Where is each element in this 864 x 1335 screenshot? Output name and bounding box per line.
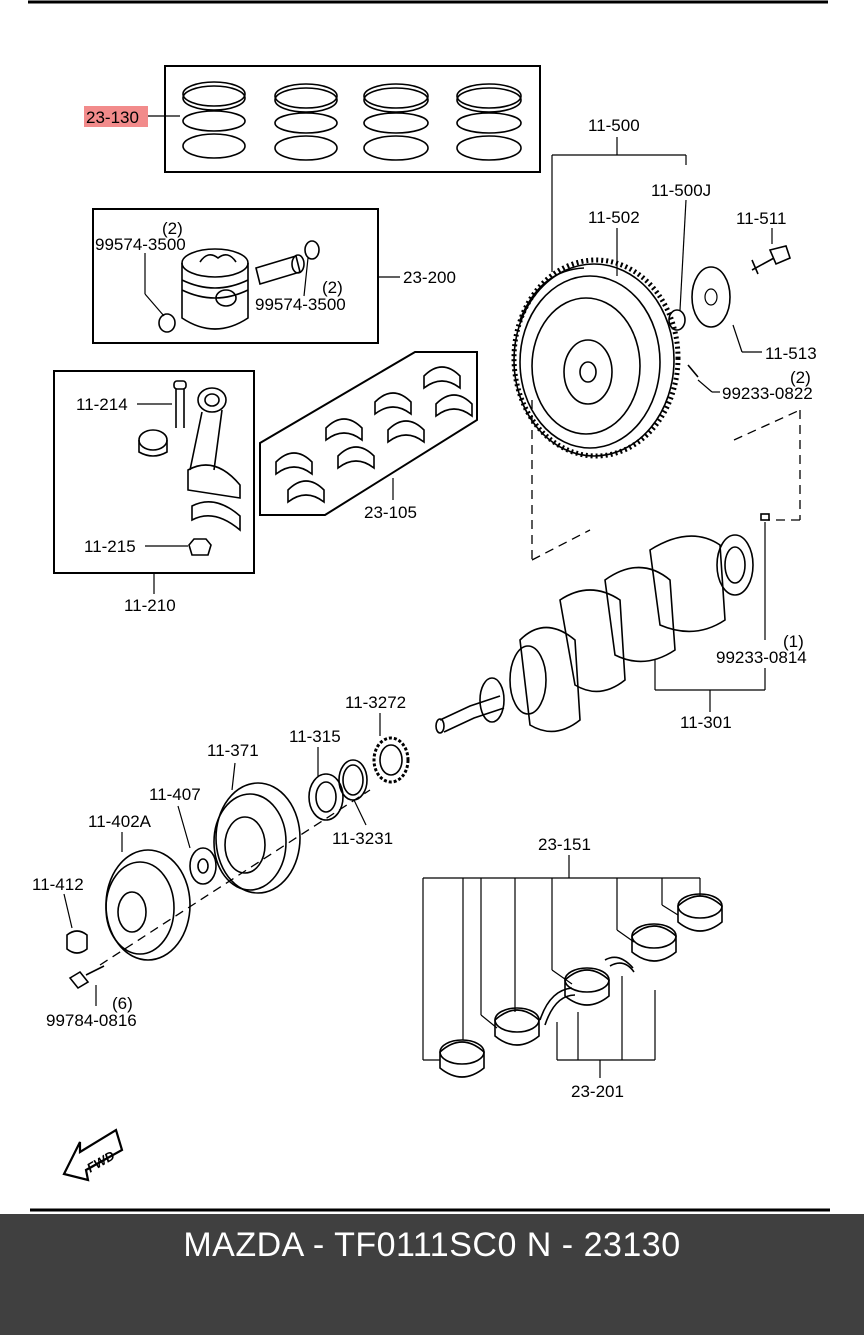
label-23-105[interactable]: 23-105 [364, 503, 417, 522]
label-23-201[interactable]: 23-201 [571, 1082, 624, 1101]
label-99233-0822[interactable]: 99233-0822 [722, 384, 813, 403]
label-11-500[interactable]: 11-500 [588, 116, 640, 135]
crankshaft-group [435, 513, 770, 734]
label-11-315[interactable]: 11-315 [289, 727, 341, 746]
label-99233-0814[interactable]: 99233-0814 [716, 648, 807, 667]
label-23-200[interactable]: 23-200 [403, 268, 456, 287]
rod-bearing-group [259, 351, 478, 516]
label-23-130[interactable]: 23-130 [86, 108, 139, 127]
label-qty-0822: (2) [790, 368, 811, 387]
label-99574-3500-upper[interactable]: 99574-3500 [95, 235, 186, 254]
label-99784-0816[interactable]: 99784-0816 [46, 1011, 137, 1030]
label-11-407[interactable]: 11-407 [149, 785, 201, 804]
flywheel-group [511, 137, 801, 561]
label-qty-upper: (2) [162, 219, 183, 238]
label-11-412[interactable]: 11-412 [32, 875, 84, 894]
label-11-500j[interactable]: 11-500J [651, 181, 711, 200]
label-11-215[interactable]: 11-215 [84, 537, 136, 556]
conrod-group [53, 370, 255, 594]
label-11-511[interactable]: 11-511 [736, 209, 786, 228]
pulley-group [63, 713, 410, 1006]
part-number-caption: MAZDA - TF0111SC0 N - 23130 [183, 1226, 681, 1264]
footer-bar: MAZDA - TF0111SC0 N - 23130 [0, 1214, 864, 1335]
label-23-151[interactable]: 23-151 [538, 835, 591, 854]
piston-group [92, 208, 400, 344]
label-qty-lower: (2) [322, 278, 343, 297]
highlight-23-130 [84, 106, 148, 127]
label-11-210[interactable]: 11-210 [124, 596, 176, 615]
label-11-371[interactable]: 11-371 [207, 741, 259, 760]
label-11-502[interactable]: 11-502 [588, 208, 640, 227]
label-11-3272[interactable]: 11-3272 [345, 693, 406, 712]
piston-ring-set-group [148, 65, 541, 173]
fwd-label: FWD [84, 1147, 118, 1175]
parts-diagram: 23-130 (2) 99574-3500 (2) 99574-3500 23-… [28, 0, 830, 1212]
label-qty-0816: (6) [112, 994, 133, 1013]
label-qty-0814: (1) [783, 632, 804, 651]
label-11-402a[interactable]: 11-402A [88, 812, 152, 831]
label-99574-3500-lower[interactable]: 99574-3500 [255, 295, 346, 314]
label-11-214[interactable]: 11-214 [76, 395, 128, 414]
main-bearing-group [422, 855, 723, 1078]
fwd-arrow-icon: FWD [62, 1128, 124, 1182]
label-11-513[interactable]: 11-513 [765, 344, 817, 363]
label-11-301[interactable]: 11-301 [680, 713, 732, 732]
label-11-3231[interactable]: 11-3231 [332, 829, 393, 848]
